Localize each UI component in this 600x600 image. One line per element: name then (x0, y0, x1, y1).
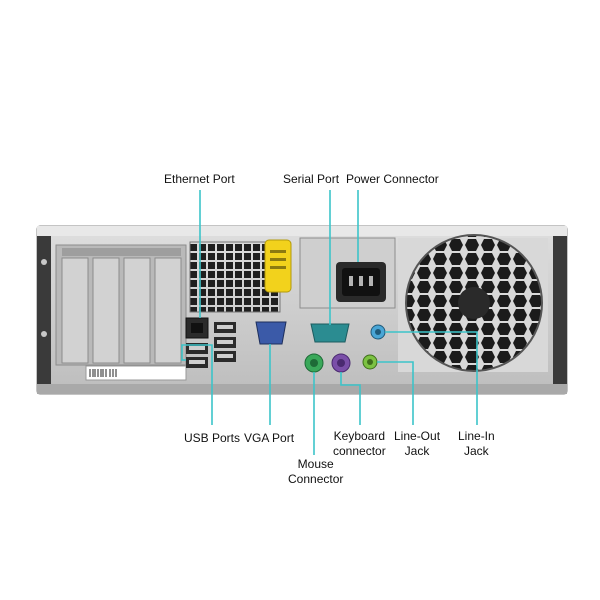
line-out-jack (362, 354, 378, 370)
label-keyboard-line2: connector (333, 444, 386, 458)
left-foot (37, 236, 51, 384)
label-mouse-line2: Connector (288, 472, 344, 486)
barcode (89, 369, 117, 377)
label-linein-line1: Line-In (458, 429, 495, 443)
label-keyboard-connector: Keyboard connector (333, 429, 386, 459)
mouse-port (304, 353, 324, 373)
pci-slot-icon (55, 244, 187, 366)
right-foot (553, 236, 567, 384)
fan-grille-icon (398, 234, 548, 372)
leader-usb (181, 344, 213, 425)
leader-lineout (377, 361, 414, 425)
usb-ports (186, 322, 236, 368)
ethernet-port (185, 317, 209, 339)
vga-port (255, 321, 287, 345)
keyboard-port (331, 353, 351, 373)
label-line-out-jack: Line-Out Jack (394, 429, 440, 459)
label-mouse-connector: Mouse Connector (288, 457, 343, 487)
serial-sticker (85, 365, 187, 381)
leader-lines (181, 190, 478, 455)
label-keyboard-line1: Keyboard (333, 429, 386, 443)
label-linein-line2: Jack (464, 444, 489, 458)
label-line-in-jack: Line-In Jack (458, 429, 495, 459)
label-lineout-line1: Line-Out (394, 429, 441, 443)
leader-linein (385, 331, 478, 425)
label-usb-ports: USB Ports (184, 431, 241, 445)
line-in-jack (370, 324, 386, 340)
power-socket-icon (336, 262, 386, 302)
label-power-connector: Power Connector (346, 172, 439, 186)
leader-keyboard (340, 372, 361, 425)
label-vga-port: VGA Port (244, 431, 295, 445)
label-lineout-line2: Jack (404, 444, 430, 458)
serial-port (310, 323, 350, 343)
label-mouse-line1: Mouse (297, 457, 334, 471)
label-ethernet-port: Ethernet Port (164, 172, 235, 186)
label-serial-port: Serial Port (283, 172, 340, 186)
